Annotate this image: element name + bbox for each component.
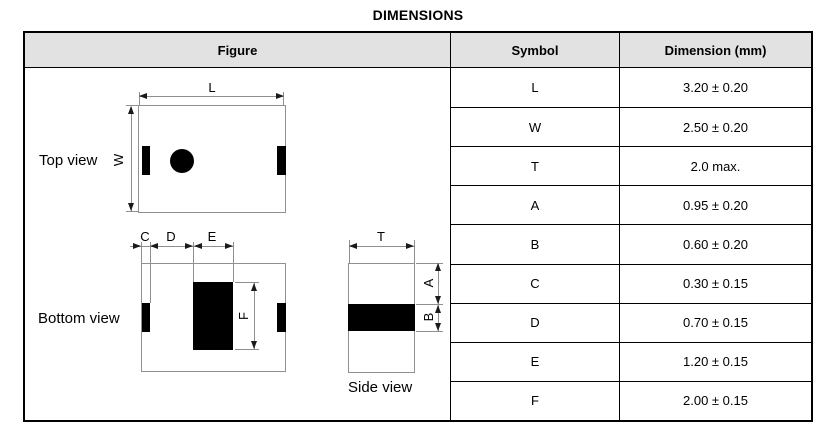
column-header-dimension: Dimension (mm) xyxy=(619,33,811,68)
symbol-cell: D xyxy=(450,302,619,342)
symbol-cell: T xyxy=(450,146,619,186)
symbol-cell: B xyxy=(450,224,619,264)
symbol-cell: L xyxy=(450,68,619,108)
symbol-cell: W xyxy=(450,107,619,147)
dimension-cell: 2.00 ± 0.15 xyxy=(619,380,811,420)
symbol-cell: C xyxy=(450,263,619,303)
dimension-cell: 0.30 ± 0.15 xyxy=(619,263,811,303)
dimension-cell: 1.20 ± 0.15 xyxy=(619,341,811,381)
column-header-symbol: Symbol xyxy=(450,33,619,68)
dimension-cell: 0.95 ± 0.20 xyxy=(619,185,811,225)
dimension-cell: 0.60 ± 0.20 xyxy=(619,224,811,264)
page-title: DIMENSIONS xyxy=(372,7,464,23)
dimension-cell: 0.70 ± 0.15 xyxy=(619,302,811,342)
symbol-cell: A xyxy=(450,185,619,225)
column-header-figure: Figure xyxy=(25,33,450,68)
symbol-cell: E xyxy=(450,341,619,381)
dimensions-table: Figure Symbol Dimension (mm) L 3.20 ± 0.… xyxy=(23,31,813,422)
dimension-cell: 2.50 ± 0.20 xyxy=(619,107,811,147)
symbol-cell: F xyxy=(450,380,619,420)
dimension-cell: 2.0 max. xyxy=(619,146,811,186)
dimension-cell: 3.20 ± 0.20 xyxy=(619,68,811,108)
figure-cell xyxy=(25,68,450,420)
